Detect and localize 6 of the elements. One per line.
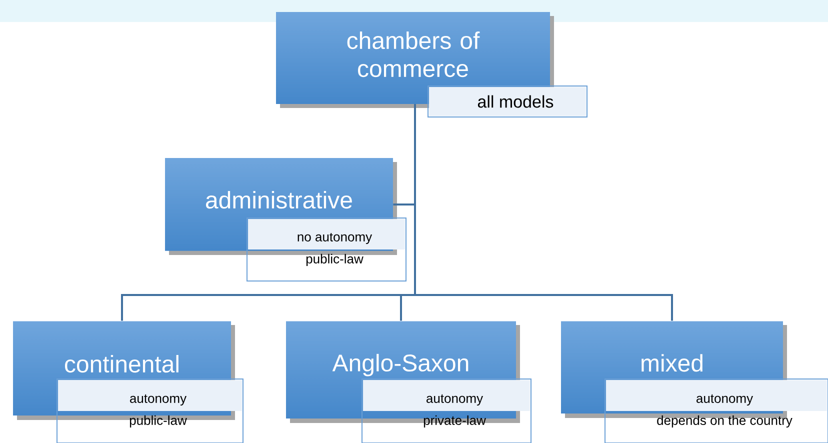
note-box: autonomy depends on the country [604, 378, 828, 443]
connector-line [414, 104, 673, 321]
note-box: no autonomy public-law [246, 218, 406, 282]
note-box: autonomy public-law [56, 378, 244, 443]
note-box: all models [428, 86, 588, 118]
note-box: autonomy private-law [362, 378, 532, 443]
